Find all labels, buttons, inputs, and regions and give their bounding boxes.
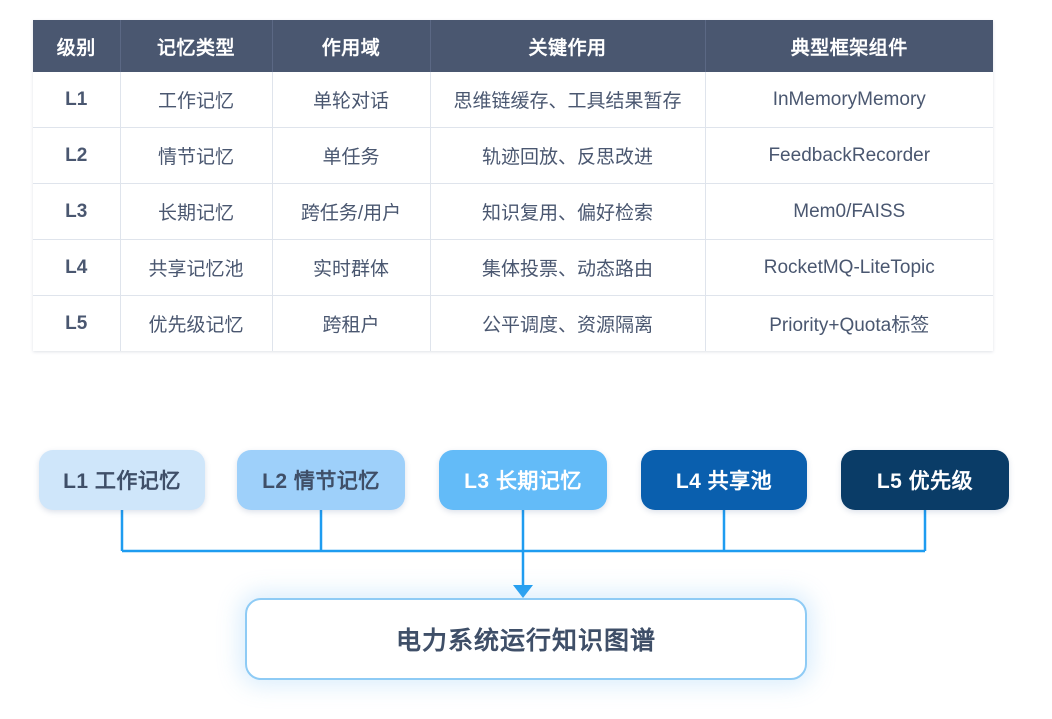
cell-scope: 跨任务/用户 [272, 183, 431, 240]
flow-node-label: L5 优先级 [876, 470, 974, 493]
connector-lines [120, 510, 927, 598]
table-row: L2 情节记忆 单任务 轨迹回放、反思改进 FeedbackRecorder [33, 127, 993, 184]
cell-type: 共享记忆池 [120, 239, 273, 296]
table-body: L1 工作记忆 单轮对话 思维链缓存、工具结果暂存 InMemoryMemory… [33, 72, 993, 351]
down-arrow-icon [513, 585, 533, 598]
cell-role: 公平调度、资源隔离 [430, 295, 706, 351]
cell-scope: 单任务 [272, 127, 431, 184]
cell-type: 长期记忆 [120, 183, 273, 240]
cell-level: L3 [33, 183, 121, 240]
cell-level: L4 [33, 239, 121, 296]
cell-type: 优先级记忆 [120, 295, 273, 351]
cell-component: RocketMQ-LiteTopic [705, 239, 993, 296]
cell-component: Priority+Quota标签 [705, 295, 993, 351]
table-header: 级别 记忆类型 作用域 关键作用 典型框架组件 [33, 20, 993, 72]
cell-level: L1 [33, 72, 121, 128]
cell-type: 工作记忆 [120, 72, 273, 128]
memory-flow-diagram: L1 工作记忆 L2 情节记忆 L3 长期记忆 L4 共享池 L5 优先级 电力… [0, 400, 1052, 719]
flow-node-label: L2 情节记忆 [262, 470, 380, 493]
column-header-scope: 作用域 [272, 20, 431, 72]
table-header-row: 级别 记忆类型 作用域 关键作用 典型框架组件 [33, 20, 993, 72]
column-header-role: 关键作用 [430, 20, 706, 72]
table-row: L4 共享记忆池 实时群体 集体投票、动态路由 RocketMQ-LiteTop… [33, 239, 993, 296]
cell-component: InMemoryMemory [705, 72, 993, 128]
cell-level: L5 [33, 295, 121, 351]
flow-node-label: L1 工作记忆 [63, 470, 181, 493]
flow-node-l1[interactable]: L1 工作记忆 [39, 450, 205, 510]
flow-target-node[interactable]: 电力系统运行知识图谱 [245, 598, 807, 680]
cell-component: Mem0/FAISS [705, 183, 993, 240]
cell-role: 知识复用、偏好检索 [430, 183, 706, 240]
cell-level: L2 [33, 127, 121, 184]
flow-node-l2[interactable]: L2 情节记忆 [237, 450, 405, 510]
cell-scope: 实时群体 [272, 239, 431, 296]
flow-node-l3[interactable]: L3 长期记忆 [439, 450, 607, 510]
flow-node-l4[interactable]: L4 共享池 [641, 450, 807, 510]
column-header-type: 记忆类型 [120, 20, 273, 72]
column-header-level: 级别 [33, 20, 121, 72]
flow-node-label: L3 长期记忆 [464, 470, 582, 493]
flow-node-l5[interactable]: L5 优先级 [841, 450, 1009, 510]
column-header-component: 典型框架组件 [705, 20, 993, 72]
cell-scope: 跨租户 [272, 295, 431, 351]
memory-hierarchy-table: 级别 记忆类型 作用域 关键作用 典型框架组件 L1 工作记忆 单轮对话 思维链… [33, 20, 993, 351]
flow-target-label: 电力系统运行知识图谱 [395, 627, 656, 655]
cell-component: FeedbackRecorder [705, 127, 993, 184]
table-row: L5 优先级记忆 跨租户 公平调度、资源隔离 Priority+Quota标签 [33, 295, 993, 351]
cell-role: 集体投票、动态路由 [430, 239, 706, 296]
cell-type: 情节记忆 [120, 127, 273, 184]
table-row: L1 工作记忆 单轮对话 思维链缓存、工具结果暂存 InMemoryMemory [33, 72, 993, 128]
cell-scope: 单轮对话 [272, 72, 431, 128]
cell-role: 思维链缓存、工具结果暂存 [430, 72, 706, 128]
cell-role: 轨迹回放、反思改进 [430, 127, 706, 184]
flow-node-label: L4 共享池 [675, 470, 773, 493]
table-row: L3 长期记忆 跨任务/用户 知识复用、偏好检索 Mem0/FAISS [33, 183, 993, 240]
